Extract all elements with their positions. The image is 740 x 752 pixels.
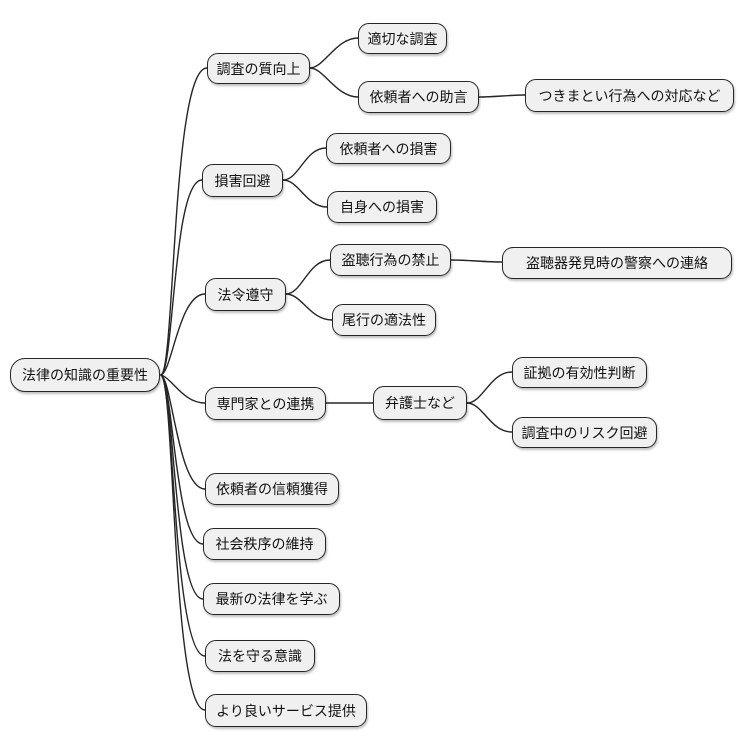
edge-root-damage-avoidance xyxy=(160,179,203,376)
edge-client-advice-stalking-response xyxy=(478,94,526,98)
edge-damage-avoidance-damage-to-self xyxy=(282,179,328,208)
node-damage-to-client: 依頼者への損害 xyxy=(326,133,451,164)
edge-survey-quality-appropriate-investigation xyxy=(309,37,359,69)
node-damage-avoidance: 損害回避 xyxy=(202,164,283,197)
node-better-service: より良いサービス提供 xyxy=(205,694,367,727)
edge-legal-compliance-wiretapping-prohibition xyxy=(285,259,331,295)
edge-root-expert-collaboration xyxy=(160,374,206,404)
edge-root-better-service xyxy=(160,374,206,711)
node-law-abiding-awareness: 法を守る意識 xyxy=(205,640,315,672)
node-importance-of-legal-knowledge: 法律の知識の重要性 xyxy=(10,358,160,392)
node-damage-to-self: 自身への損害 xyxy=(327,191,437,223)
edge-survey-quality-client-advice xyxy=(309,67,359,98)
edge-legal-compliance-tailing-legality xyxy=(285,293,333,321)
node-social-order: 社会秩序の維持 xyxy=(203,528,326,560)
node-appropriate-investigation: 適切な調査 xyxy=(358,23,447,54)
node-expert-collaboration: 専門家との連携 xyxy=(205,387,326,420)
node-evidence-validity: 証拠の有効性判断 xyxy=(512,357,647,388)
node-stalking-response: つきまとい行為への対応など xyxy=(525,79,734,112)
node-client-advice: 依頼者への助言 xyxy=(358,81,479,113)
edge-lawyers-evidence-validity xyxy=(466,371,513,404)
node-legal-compliance: 法令遵守 xyxy=(205,278,286,311)
edge-root-survey-quality xyxy=(160,67,208,376)
edge-root-client-trust xyxy=(160,374,206,490)
edge-lawyers-risk-avoidance xyxy=(466,402,513,433)
node-risk-avoidance-during-investigation: 調査中のリスク回避 xyxy=(512,417,657,448)
node-learn-latest-laws: 最新の法律を学ぶ xyxy=(203,583,340,615)
node-police-contact-on-bug-discovery: 盗聴器発見時の警察への連絡 xyxy=(502,247,732,279)
node-survey-quality-improvement: 調査の質向上 xyxy=(207,53,310,84)
node-tailing-legality: 尾行の適法性 xyxy=(332,304,436,336)
edge-wiretapping-prohibition-police-contact xyxy=(450,259,503,263)
node-lawyers-etc: 弁護士など xyxy=(373,386,467,420)
node-wiretapping-prohibition: 盗聴行為の禁止 xyxy=(330,244,451,276)
node-client-trust: 依頼者の信頼獲得 xyxy=(205,473,339,505)
edge-damage-avoidance-damage-to-client xyxy=(282,147,327,181)
edge-root-legal-compliance xyxy=(160,293,206,376)
